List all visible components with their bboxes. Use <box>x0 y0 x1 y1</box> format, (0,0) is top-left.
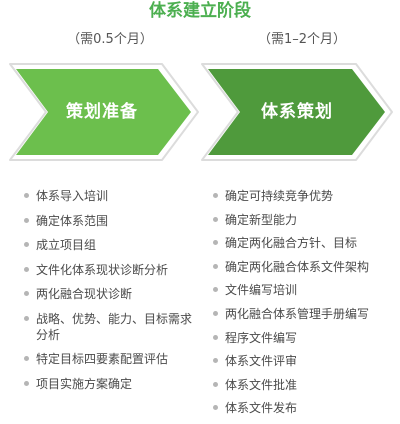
bullet-dot-icon <box>24 266 29 272</box>
list-item: 体系文件评审 <box>211 353 397 369</box>
list-item: 成立项目组 <box>22 237 202 253</box>
bullet-dot-icon <box>24 217 29 223</box>
phase-2-arrow-shape <box>201 63 393 161</box>
list-item: 两化融合现状诊断 <box>22 286 202 302</box>
bullet-dot-icon <box>213 216 218 222</box>
list-item: 体系文件发布 <box>211 400 397 416</box>
bullet-dot-icon <box>24 242 29 247</box>
bullet-dot-icon <box>213 263 218 269</box>
bullet-dot-icon <box>213 334 218 340</box>
list-item: 确定两化融合方针、目标 <box>211 235 397 251</box>
diagram-title: 体系建立阶段 <box>149 1 251 21</box>
list-item: 项目实施方案确定 <box>22 376 202 392</box>
bullet-dot-icon <box>213 381 218 387</box>
bullet-dot-icon <box>213 193 218 198</box>
list-item: 两化融合体系管理手册编写 <box>211 306 397 322</box>
list-item: 体系导入培训 <box>22 188 202 204</box>
phase-1-task-list: 体系导入培训 确定体系范围 成立项目组 文件化体系现状诊断分析 两化融合现状诊断… <box>22 188 202 400</box>
phase-1-arrow-shape <box>9 63 199 161</box>
list-item: 确定新型能力 <box>211 212 397 228</box>
bullet-dot-icon <box>213 310 218 316</box>
bullet-dot-icon <box>213 405 218 411</box>
list-item: 战略、优势、能力、目标需求分析 <box>22 311 202 343</box>
list-item: 确定两化融合体系文件架构 <box>211 259 397 275</box>
bullet-dot-icon <box>24 193 29 198</box>
bullet-dot-icon <box>24 356 29 361</box>
phase-2-task-list: 确定可持续竞争优势 确定新型能力 确定两化融合方针、目标 确定两化融合体系文件架… <box>211 188 397 424</box>
phase-2-label: 体系策划 <box>261 102 333 122</box>
list-item: 确定体系范围 <box>22 213 202 229</box>
list-item: 确定可持续竞争优势 <box>211 188 397 204</box>
phase-2-duration: （需1–2个月） <box>257 32 347 47</box>
bullet-dot-icon <box>213 287 218 293</box>
phase-1-arrow: 策划准备 <box>4 62 200 162</box>
list-item: 程序文件编写 <box>211 330 397 346</box>
phase-2-arrow: 体系策划 <box>198 62 396 162</box>
phase-1-label: 策划准备 <box>66 102 138 122</box>
bullet-dot-icon <box>213 240 218 246</box>
phase-1-duration: （需0.5个月） <box>67 32 153 47</box>
list-item: 体系文件批准 <box>211 377 397 393</box>
list-item: 文件编写培训 <box>211 282 397 298</box>
list-item: 特定目标四要素配置评估 <box>22 351 202 367</box>
list-item: 文件化体系现状诊断分析 <box>22 262 202 278</box>
bullet-dot-icon <box>24 291 29 296</box>
bullet-dot-icon <box>213 358 218 364</box>
bullet-dot-icon <box>24 315 29 321</box>
bullet-dot-icon <box>24 380 29 386</box>
